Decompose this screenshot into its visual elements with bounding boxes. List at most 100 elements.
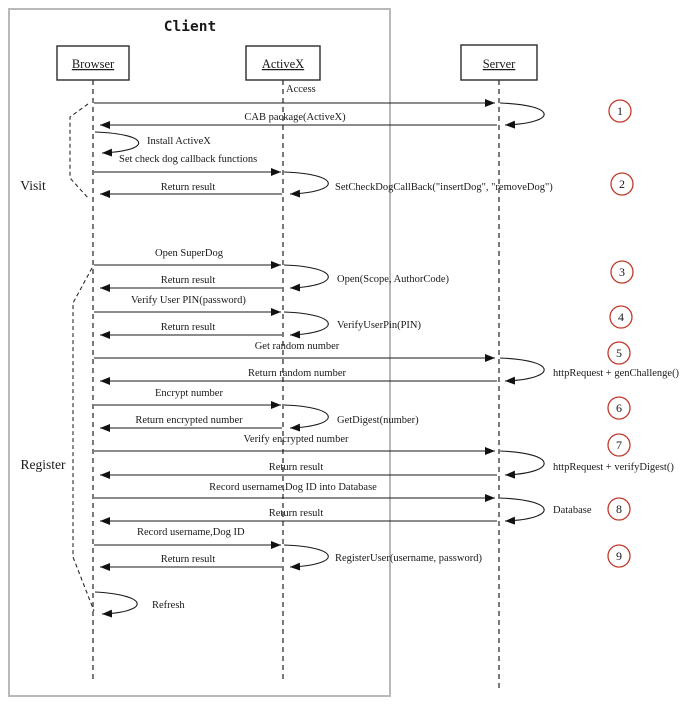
message-label: RegisterUser(username, password): [335, 553, 482, 564]
actor-browser: Browser: [56, 45, 130, 81]
step-marker-8: 8: [607, 497, 631, 521]
phase-register: Register: [21, 267, 95, 612]
message-label: Access: [286, 84, 316, 95]
message-refresh: Refresh: [94, 591, 185, 618]
activex-self-call-arc: [283, 311, 329, 339]
actor-server: Server: [460, 44, 538, 81]
message-label: CAB package(ActiveX): [244, 112, 346, 123]
step-marker-2: 2: [610, 172, 634, 196]
message-return-result-2: Return result: [100, 275, 282, 292]
step-number: 5: [616, 346, 622, 360]
diagram-title: Client: [164, 19, 216, 35]
activex-self-call-arc: [283, 171, 329, 198]
message-return-result-3: Return result: [100, 322, 282, 339]
message-label: Return result: [161, 182, 216, 193]
actor-server-box: [460, 44, 538, 81]
message-verifyuserpin: VerifyUserPin(PIN): [283, 311, 421, 339]
message-verify-encrypted-number: Verify encrypted number: [94, 434, 495, 455]
step-marker-6: 6: [607, 396, 631, 420]
step-marker-3: 3: [610, 260, 634, 284]
message-label: Install ActiveX: [147, 136, 211, 147]
message-open-superdog: Open SuperDog: [94, 248, 281, 269]
message-label: Set check dog callback functions: [119, 154, 257, 165]
client-boundary-box: [8, 8, 391, 697]
message-get-random-number: Get random number: [94, 341, 495, 362]
message-record-into-database: Record username,Dog ID into Database: [94, 482, 495, 502]
message-label: httpRequest + genChallenge(): [553, 368, 680, 379]
message-label: Return result: [161, 275, 216, 286]
register-phase-label: Register: [21, 457, 66, 472]
step-circle: [610, 260, 634, 284]
step-number: 7: [616, 438, 622, 452]
message-encrypt-number: Encrypt number: [94, 388, 281, 409]
message-getdigest: GetDigest(number): [283, 404, 419, 432]
message-return-random-number: Return random number: [100, 368, 497, 385]
step-marker-9: 9: [607, 544, 631, 568]
step-circle: [607, 433, 631, 457]
step-marker-1: 1: [608, 99, 632, 123]
message-return-result-5: Return result: [100, 508, 497, 525]
activex-self-call-arc: [283, 404, 329, 432]
step-circle: [607, 497, 631, 521]
step-number: 8: [616, 502, 622, 516]
step-circle: [607, 396, 631, 420]
server-self-call-arc: [499, 357, 545, 385]
message-access: Access: [94, 84, 495, 107]
actor-browser-box: [56, 45, 130, 81]
step-number: 2: [619, 177, 625, 191]
message-install-activex: Install ActiveX: [94, 131, 211, 157]
message-label: Return result: [161, 554, 216, 565]
message-database: Database: [499, 497, 592, 525]
step-marker-5: 5: [607, 341, 631, 365]
actor-activex-box: [245, 45, 321, 81]
message-open-scope: Open(Scope, AuthorCode): [283, 264, 449, 292]
message-return-result-6: Return result: [100, 554, 282, 571]
message-label: Database: [553, 505, 592, 516]
phase-visit: Visit: [20, 103, 90, 200]
message-label: Get random number: [255, 341, 340, 352]
browser-self-loop: [94, 591, 138, 618]
message-label: Return result: [161, 322, 216, 333]
message-label: VerifyUserPin(PIN): [337, 320, 421, 331]
message-label: Return random number: [248, 368, 346, 379]
message-set-check-dog: Set check dog callback functions: [94, 154, 281, 176]
message-label: GetDigest(number): [337, 415, 419, 426]
message-registeruser: RegisterUser(username, password): [283, 544, 482, 571]
message-label: Record username,Dog ID into Database: [209, 482, 377, 493]
message-label: Encrypt number: [155, 388, 223, 399]
message-label: Record username,Dog ID: [137, 527, 245, 538]
message-label: Verify User PIN(password): [131, 295, 246, 306]
actor-activex-label: ActiveX: [262, 57, 304, 71]
step-marker-4: 4: [609, 305, 633, 329]
actor-server-label: Server: [483, 57, 516, 71]
step-number: 1: [617, 104, 623, 118]
register-bracket: [72, 267, 95, 612]
server-self-call-arc: [499, 497, 545, 525]
activex-self-call-arc: [283, 544, 329, 571]
message-verify-user-pin: Verify User PIN(password): [94, 295, 281, 316]
step-circle: [607, 544, 631, 568]
message-label: Return result: [269, 508, 324, 519]
step-circle: [609, 305, 633, 329]
message-cab-package: CAB package(ActiveX): [100, 112, 497, 129]
step-number: 9: [616, 549, 622, 563]
server-self-call-arc: [499, 102, 545, 129]
step-circle: [610, 172, 634, 196]
message-verifydigest: httpRequest + verifyDigest(): [499, 450, 674, 479]
message-label: Return result: [269, 462, 324, 473]
message-genchallenge: httpRequest + genChallenge(): [499, 357, 680, 385]
visit-bracket: [69, 103, 90, 200]
step-number: 3: [619, 265, 625, 279]
message-return-result-4: Return result: [100, 462, 497, 479]
activex-self-call-arc: [283, 264, 329, 292]
message-label: SetCheckDogCallBack("insertDog", "remove…: [335, 182, 553, 193]
step-circle: [608, 99, 632, 123]
step-number: 4: [618, 310, 624, 324]
step-marker-7: 7: [607, 433, 631, 457]
message-record-username-dogid: Record username,Dog ID: [94, 527, 281, 549]
step-number: 6: [616, 401, 622, 415]
server-self-call-arc: [499, 450, 545, 479]
actor-activex: ActiveX: [245, 45, 321, 81]
